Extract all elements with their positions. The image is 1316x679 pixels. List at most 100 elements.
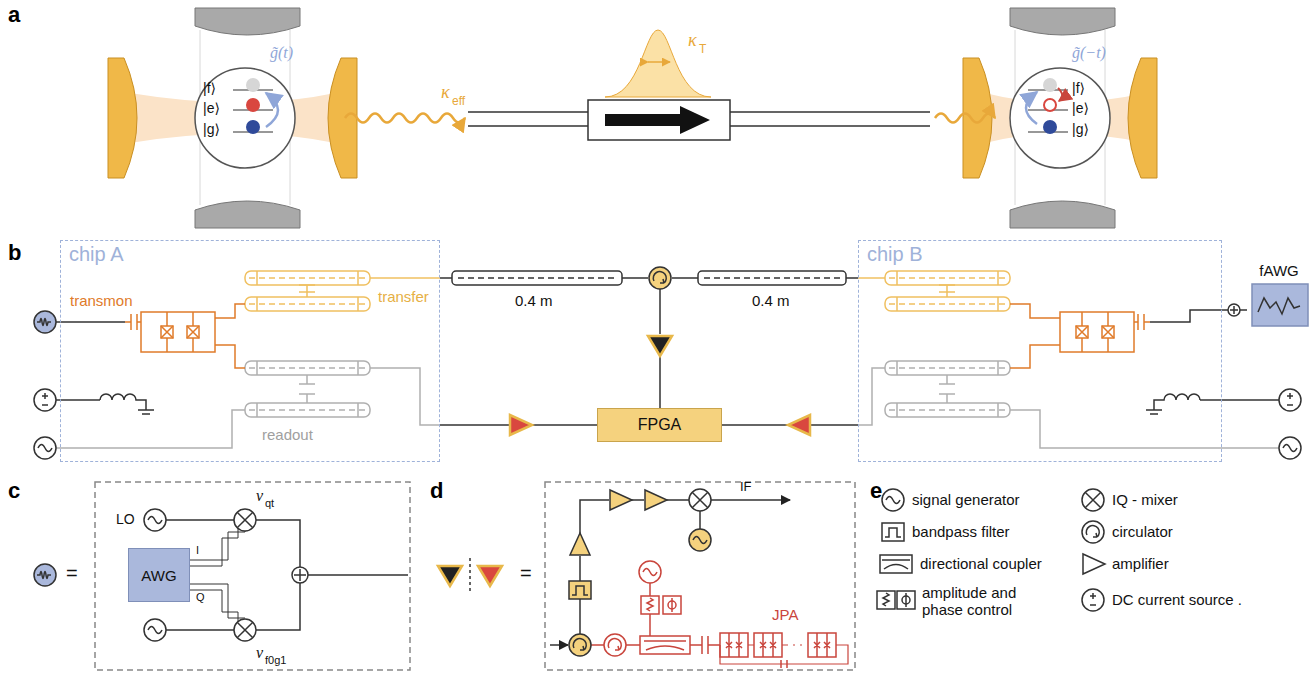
iq-drive-detail — [190, 528, 245, 566]
photon-wave — [345, 114, 465, 123]
right-cavity — [1010, 201, 1115, 228]
node-text: AWG — [141, 567, 176, 584]
readout-resonator — [56, 410, 245, 448]
circulator — [649, 267, 671, 289]
pulse-generator — [34, 311, 56, 333]
iq-drive-detail — [190, 584, 245, 622]
frequency-symbol: ν — [256, 487, 263, 505]
fawg-box — [1252, 284, 1308, 326]
fpga-box: FPGA — [597, 408, 722, 442]
panel-letter: e — [870, 478, 882, 503]
photon-wave — [345, 114, 465, 123]
coupling-label: g̃(t) — [270, 44, 293, 62]
transmon-circuit — [56, 304, 245, 368]
readout-resonator — [299, 375, 315, 403]
signal-generator — [1279, 437, 1301, 459]
component-label: JPA — [772, 606, 798, 623]
chip-box: chip B — [858, 240, 1222, 462]
legend-symbols — [1083, 554, 1105, 574]
right-cavity — [1128, 58, 1157, 178]
amplifier-detail — [689, 529, 711, 551]
transmission-line — [468, 30, 930, 140]
node-text: FPGA — [638, 416, 682, 434]
signal-name: IF — [740, 480, 752, 495]
amplifier-detail — [478, 566, 502, 586]
left-cavity — [195, 68, 295, 168]
fawg-box — [1258, 298, 1300, 314]
transfer-resonator — [858, 277, 885, 279]
length-label: 0.4 m — [752, 292, 790, 309]
state-label: |e⟩ — [203, 100, 220, 116]
legend-entry: amplifier — [1112, 555, 1169, 572]
right-cavity — [1044, 99, 1056, 111]
transmission-line — [648, 61, 670, 63]
amplifier-detail — [580, 500, 790, 634]
amplifier-chain — [648, 336, 672, 356]
transmon-circuit — [56, 321, 125, 323]
legend-text: DC current source . — [1112, 591, 1242, 608]
amplifier-detail — [438, 566, 462, 586]
component-label: transmon — [70, 292, 133, 309]
length-label: 0.4 m — [515, 292, 553, 309]
readout-resonator — [245, 403, 370, 417]
frequency-subscript: f0g1 — [265, 654, 286, 667]
equals-sign: = — [66, 562, 78, 585]
iq-drive-detail — [144, 509, 166, 531]
legend-symbols — [882, 523, 904, 541]
legend-text: amplitude and phase control — [922, 584, 1016, 618]
amplifier-detail — [570, 533, 590, 555]
awg-box: AWG — [128, 548, 190, 602]
chip-a-circuit — [34, 271, 440, 459]
chip-b-circuit — [858, 271, 1308, 459]
flux-coil — [56, 399, 100, 401]
amplifier-detail — [569, 581, 591, 599]
iq-drive-detail — [144, 619, 166, 641]
legend-symbols — [880, 555, 912, 573]
left-cavity — [246, 98, 260, 112]
legend-entry: amplitude and phase control — [922, 584, 1052, 619]
readout-resonator — [245, 361, 370, 375]
legend-text: bandpass filter — [912, 523, 1010, 540]
dc-current-source — [34, 389, 56, 411]
iq-drive-detail — [292, 567, 308, 583]
coaxial-cable — [452, 271, 622, 285]
amplifier-detail — [610, 490, 632, 510]
signal-combiner — [1228, 304, 1240, 316]
right-cavity — [1043, 120, 1057, 134]
node-text: chip A — [69, 243, 123, 266]
left-cavity — [195, 201, 300, 228]
amplifier-detail — [640, 636, 690, 654]
awg-box: fAWG — [1247, 262, 1311, 332]
rate-subscript: eff — [452, 95, 465, 109]
coupling-label: g̃(−t) — [1072, 44, 1106, 62]
legend-entry: directional coupler — [920, 555, 1042, 572]
readout-resonator — [56, 361, 440, 448]
left-cavity — [328, 58, 357, 178]
signal-combiner — [1230, 306, 1238, 314]
signal-name: LO — [116, 511, 135, 527]
amplifier-detail — [639, 561, 661, 583]
transmission-line — [588, 100, 730, 140]
panel-letter: b — [8, 240, 21, 265]
left-cavity — [108, 58, 137, 178]
transfer-resonator — [939, 285, 955, 297]
transmon-circuit — [1010, 304, 1060, 368]
legend-text: signal generator — [912, 491, 1020, 508]
signal-combiner — [1228, 304, 1240, 316]
amplifier-detail — [438, 482, 855, 670]
legend-entry: circulator — [1112, 523, 1173, 540]
transfer-resonator — [885, 271, 1010, 285]
node-text: fAWG — [1259, 262, 1298, 279]
amplifier-detail — [720, 633, 748, 657]
transmon-circuit — [125, 312, 215, 352]
amplifier-detail — [569, 634, 591, 656]
signal-generator — [34, 437, 56, 459]
iq-drive-detail — [294, 569, 306, 581]
amplifier-detail — [469, 558, 471, 592]
fawg-box — [1252, 284, 1308, 326]
legend-symbols — [882, 489, 904, 511]
node-text: chip B — [867, 243, 923, 266]
left-cavity — [195, 8, 300, 35]
transmon-circuit — [215, 304, 245, 368]
